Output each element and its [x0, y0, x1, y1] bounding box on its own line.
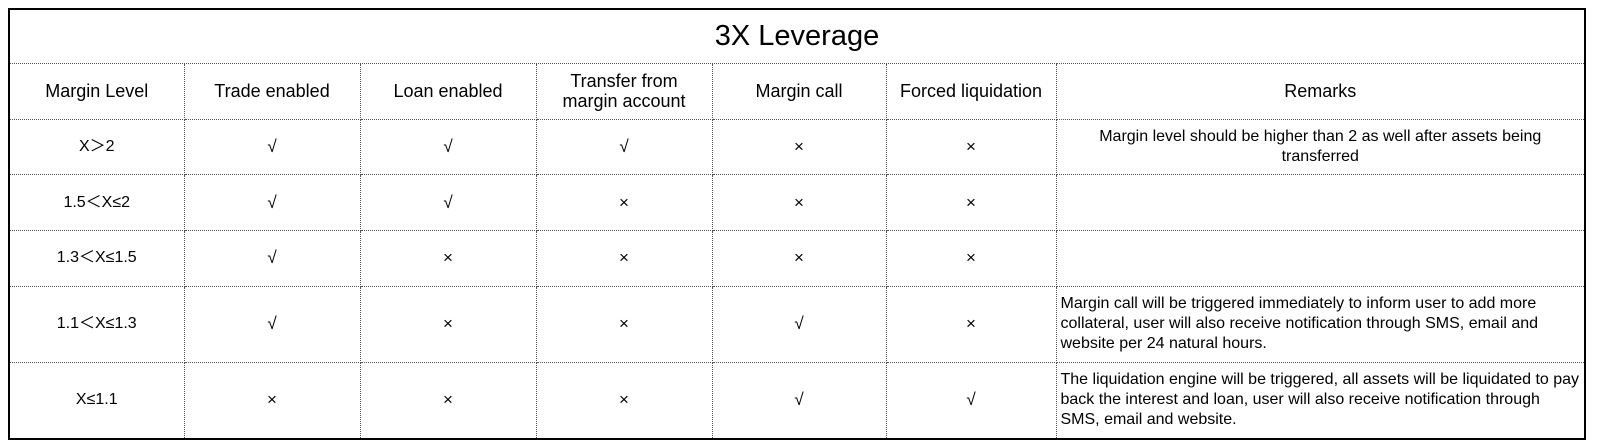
transfer-cell: × [535, 361, 713, 438]
leverage-table: 3X Leverage Margin Level Trade enabled L… [10, 10, 1584, 438]
remarks-cell: Margin call will be triggered immediatel… [1055, 285, 1584, 363]
trade-cell: √ [183, 118, 361, 176]
remarks-cell: Margin level should be higher than 2 as … [1055, 118, 1584, 176]
header-remarks: Remarks [1055, 62, 1584, 120]
header-row: Margin Level Trade enabled Loan enabled … [10, 62, 1584, 120]
header-loan-enabled: Loan enabled [359, 62, 537, 120]
margin-level-cell: 1.1＜X≤1.3 [10, 285, 185, 363]
transfer-cell: √ [535, 118, 713, 176]
margin-call-cell: × [711, 174, 887, 232]
trade-cell: √ [183, 174, 361, 232]
trade-cell: √ [183, 285, 361, 363]
leverage-table-frame: 3X Leverage Margin Level Trade enabled L… [8, 8, 1586, 440]
forced-liquidation-cell: × [885, 174, 1057, 232]
loan-cell: × [359, 285, 537, 363]
margin-call-cell: × [711, 230, 887, 287]
remarks-cell [1055, 230, 1584, 287]
remarks-cell: The liquidation engine will be triggered… [1055, 361, 1584, 438]
margin-call-cell: √ [711, 361, 887, 438]
transfer-cell: × [535, 285, 713, 363]
transfer-cell: × [535, 174, 713, 232]
remarks-cell [1055, 174, 1584, 232]
forced-liquidation-cell: × [885, 230, 1057, 287]
loan-cell: × [359, 230, 537, 287]
forced-liquidation-cell: √ [885, 361, 1057, 438]
header-margin-level: Margin Level [10, 62, 185, 120]
loan-cell: × [359, 361, 537, 438]
table-row: 1.5＜X≤2 √ √ × × × [10, 174, 1584, 232]
header-margin-call: Margin call [711, 62, 887, 120]
margin-level-cell: 1.3＜X≤1.5 [10, 230, 185, 287]
margin-level-cell: X≤1.1 [10, 361, 185, 438]
loan-cell: √ [359, 174, 537, 232]
forced-liquidation-cell: × [885, 285, 1057, 363]
loan-cell: √ [359, 118, 537, 176]
table-row: X≤1.1 × × × √ √ The liquidation engine w… [10, 361, 1584, 438]
title-row: 3X Leverage [10, 10, 1584, 64]
trade-cell: √ [183, 230, 361, 287]
table-row: 1.3＜X≤1.5 √ × × × × [10, 230, 1584, 287]
header-forced-liquidation: Forced liquidation [885, 62, 1057, 120]
table-row: 1.1＜X≤1.3 √ × × √ × Margin call will be … [10, 285, 1584, 363]
table-row: X＞2 √ √ √ × × Margin level should be hig… [10, 118, 1584, 176]
margin-level-cell: 1.5＜X≤2 [10, 174, 185, 232]
margin-call-cell: × [711, 118, 887, 176]
header-trade-enabled: Trade enabled [183, 62, 361, 120]
margin-call-cell: √ [711, 285, 887, 363]
table-title: 3X Leverage [10, 10, 1584, 64]
trade-cell: × [183, 361, 361, 438]
forced-liquidation-cell: × [885, 118, 1057, 176]
transfer-cell: × [535, 230, 713, 287]
margin-level-cell: X＞2 [10, 118, 185, 176]
header-transfer: Transfer from margin account [535, 62, 713, 120]
